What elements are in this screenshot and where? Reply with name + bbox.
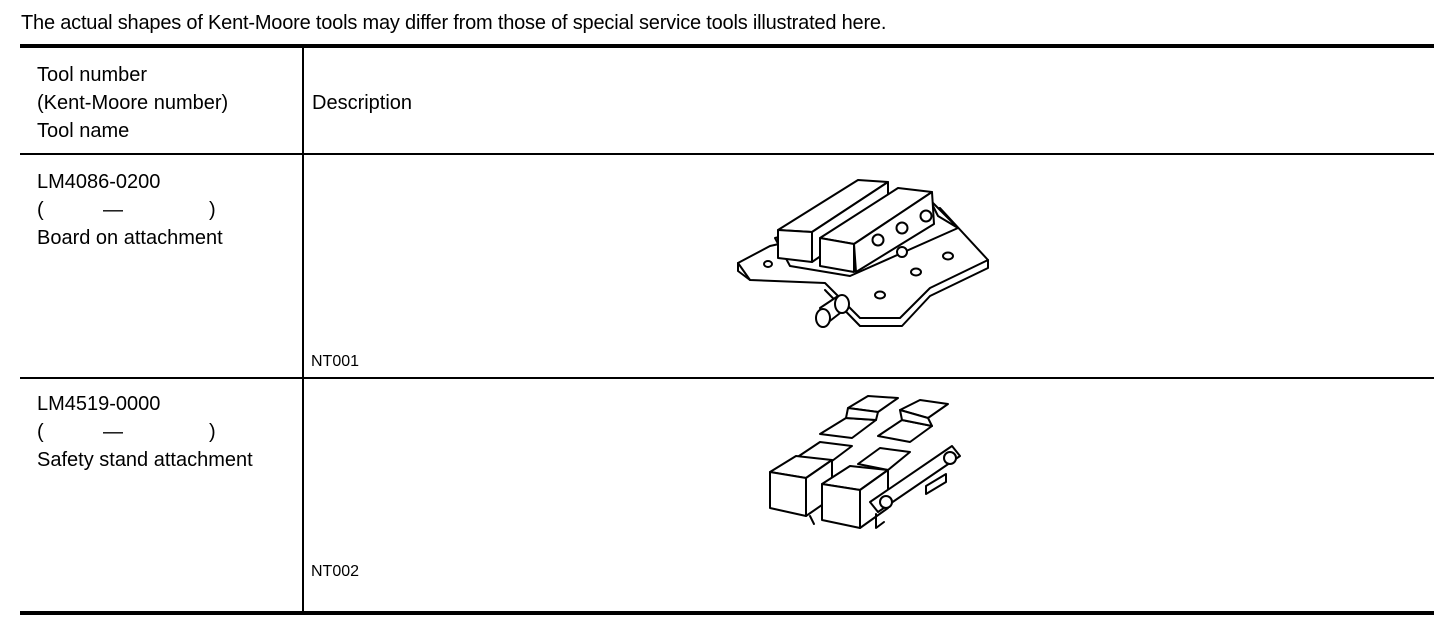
column-divider: [302, 48, 304, 611]
table-row: LM4086-0200 ( — ) Board on attachment: [37, 168, 237, 252]
kent-moore-value: —: [103, 421, 123, 443]
row-divider-rule: [20, 377, 1434, 379]
tool-number: LM4086-0200: [37, 171, 161, 193]
header-kent-moore-number: (Kent-Moore number): [37, 92, 229, 114]
paren-open: (: [37, 421, 44, 443]
tool-name: Safety stand attachment: [37, 449, 253, 471]
table-bottom-rule: [20, 611, 1434, 615]
paren-close: ): [209, 199, 216, 221]
figure-code: NT002: [311, 563, 360, 580]
notice-text: The actual shapes of Kent-Moore tools ma…: [21, 12, 887, 34]
kent-moore-number: ( — ): [37, 196, 237, 224]
board-attachment-illustration-icon: [730, 168, 1000, 343]
figure-code: NT001: [311, 353, 360, 370]
kent-moore-value: —: [103, 199, 123, 221]
table-row: LM4519-0000 ( — ) Safety stand attachmen…: [37, 390, 253, 474]
paren-close: ): [209, 421, 216, 443]
paren-open: (: [37, 199, 44, 221]
header-description: Description: [312, 92, 413, 114]
header-bottom-rule: [20, 153, 1434, 155]
tool-number: LM4519-0000: [37, 393, 161, 415]
header-tool-number: Tool number: [37, 64, 148, 86]
header-tool-name: Tool name: [37, 120, 130, 142]
header-tool-column: Tool number (Kent-Moore number) Tool nam…: [37, 61, 228, 145]
table-top-rule: [20, 44, 1434, 48]
kent-moore-number: ( — ): [37, 418, 237, 446]
safety-stand-attachment-illustration-icon: [760, 390, 970, 535]
tool-name: Board on attachment: [37, 227, 223, 249]
